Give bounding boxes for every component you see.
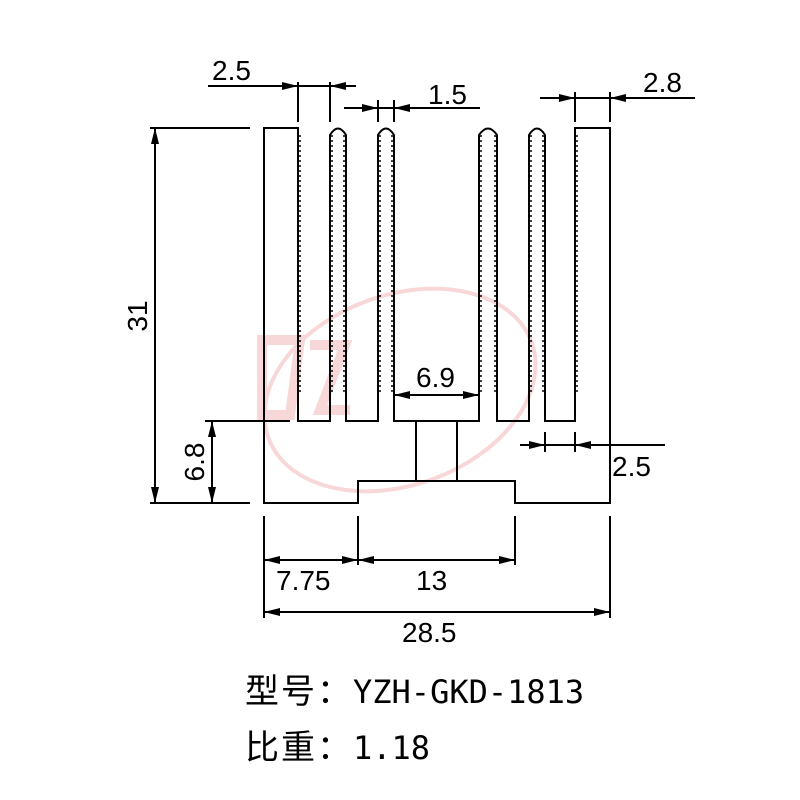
watermark-logo xyxy=(257,286,538,494)
label-base-height: 6.8 xyxy=(179,443,210,482)
arrow xyxy=(208,487,216,503)
model-line: 型号：YZH-GKD-1813 xyxy=(245,664,584,713)
density-label: 比重： xyxy=(245,728,353,768)
arrow xyxy=(282,82,298,90)
arrow xyxy=(342,556,358,564)
watermark-ring xyxy=(262,286,538,494)
fin-serrations xyxy=(299,135,578,395)
density-line: 比重：1.18 xyxy=(245,720,430,769)
label-fin-width: 2.5 xyxy=(212,55,251,86)
arrow xyxy=(499,556,515,564)
arrow xyxy=(529,441,545,449)
label-left-offset: 7.75 xyxy=(276,565,331,596)
label-end-fin-width: 2.8 xyxy=(643,67,682,98)
label-slot-width: 1.5 xyxy=(428,79,467,110)
arrow xyxy=(394,391,410,399)
arrow xyxy=(575,441,591,449)
dimension-lines xyxy=(150,82,695,618)
arrow xyxy=(463,391,479,399)
arrow xyxy=(264,556,280,564)
label-center-slot: 6.9 xyxy=(416,362,455,393)
label-total-height: 31 xyxy=(122,300,153,331)
arrow xyxy=(559,94,575,102)
arrow xyxy=(362,104,378,112)
arrow xyxy=(151,128,159,144)
arrow xyxy=(610,94,626,102)
heatsink-outline xyxy=(263,127,611,504)
label-base-step: 2.5 xyxy=(612,451,651,482)
arrowheads xyxy=(151,82,626,616)
model-label: 型号： xyxy=(245,672,353,712)
arrow xyxy=(594,608,610,616)
arrow xyxy=(264,608,280,616)
arrow xyxy=(358,556,374,564)
label-total-width: 28.5 xyxy=(402,617,457,648)
watermark-glyph xyxy=(257,335,353,420)
arrow xyxy=(330,82,346,90)
profile-path xyxy=(263,127,611,504)
arrow xyxy=(208,421,216,437)
model-value: YZH-GKD-1813 xyxy=(353,673,585,711)
arrow xyxy=(394,104,410,112)
arrow xyxy=(151,487,159,503)
label-center-width: 13 xyxy=(416,565,447,596)
density-value: 1.18 xyxy=(353,729,431,767)
